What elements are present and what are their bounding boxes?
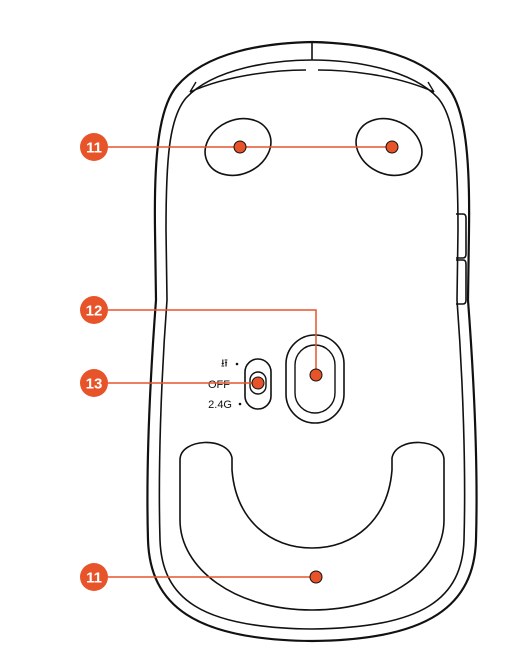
sensor-inner xyxy=(294,344,336,414)
callout-dot-foot-left xyxy=(233,140,247,154)
switch-label-off: OFF xyxy=(208,379,230,391)
callout-badge-12: 12 xyxy=(80,296,108,324)
switch-dot-bluetooth xyxy=(235,362,239,366)
callout-badge-11-bottom: 11 xyxy=(80,563,108,591)
right-button-edge xyxy=(427,81,435,93)
foot-top-left xyxy=(204,117,272,177)
callout-dot-foot-bottom xyxy=(309,570,323,584)
left-button-edge xyxy=(189,81,197,93)
switch-label-24g: 2.4G xyxy=(208,399,232,411)
switch-label-bluetooth: ⭿ xyxy=(221,358,228,370)
mouse-inner-shell xyxy=(158,59,466,630)
callout-number: 11 xyxy=(86,570,102,587)
sensor-outer xyxy=(285,334,345,424)
leader-sensor xyxy=(108,309,317,373)
callout-number: 13 xyxy=(86,376,103,393)
callout-dot-switch xyxy=(251,376,265,390)
foot-top-right xyxy=(355,117,423,177)
callout-dot-foot-right xyxy=(385,140,399,154)
callout-badge-11-top: 11 xyxy=(80,133,108,161)
mouse-outer-shell xyxy=(146,40,478,643)
mode-switch-slot xyxy=(244,358,272,410)
side-button-back xyxy=(456,259,467,305)
switch-dot-24g xyxy=(238,402,242,406)
callout-dot-sensor xyxy=(309,368,323,382)
foot-bottom xyxy=(179,441,445,611)
callout-number: 11 xyxy=(86,140,102,157)
callout-badge-13: 13 xyxy=(80,369,108,397)
button-seam xyxy=(189,69,435,93)
callout-number: 12 xyxy=(86,303,103,320)
side-button-front xyxy=(456,213,467,259)
